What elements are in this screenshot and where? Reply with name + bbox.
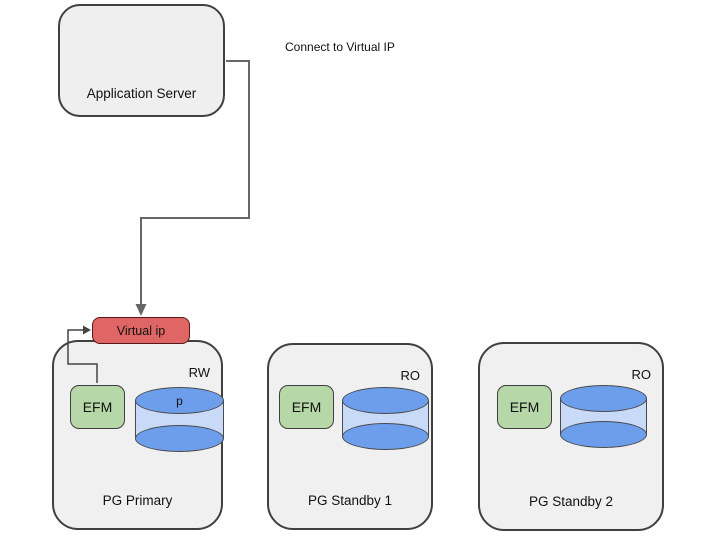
database-label — [560, 385, 647, 412]
database-cylinder-bottom — [342, 423, 429, 450]
database-cylinder-top — [342, 387, 429, 414]
node-label: PG Standby 1 — [307, 493, 393, 508]
connect-to-virtual-ip-label: Connect to Virtual IP — [285, 40, 395, 54]
pg-standby1-node: EFM RO PG Standby 1 — [267, 343, 433, 530]
database-label: p — [176, 393, 183, 408]
efm-badge: EFM — [70, 385, 125, 429]
virtual-ip-label: Virtual ip — [116, 323, 166, 338]
pg-standby2-node: EFM RO PG Standby 2 — [478, 342, 664, 531]
node-label: PG Primary — [102, 493, 173, 508]
database-cylinder-bottom — [135, 425, 224, 452]
database-cylinder-bottom — [560, 421, 647, 448]
database-cylinder-top — [135, 387, 224, 414]
app-server-label: Application Server — [86, 86, 197, 101]
pg-primary-node: EFM p RW PG Primary — [52, 340, 224, 530]
efm-label: EFM — [291, 399, 322, 415]
arrowhead-right-icon — [83, 325, 91, 335]
efm-label: EFM — [509, 399, 540, 415]
app-server-node: Application Server — [58, 4, 225, 117]
database-cylinder: p — [135, 387, 224, 452]
node-label: PG Standby 2 — [528, 494, 614, 509]
efm-label: EFM — [82, 399, 113, 415]
efm-badge: EFM — [279, 385, 334, 429]
database-cylinder — [560, 385, 647, 448]
database-label — [342, 387, 429, 414]
database-cylinder-top — [560, 385, 647, 412]
arrowhead-down-icon — [135, 304, 147, 316]
mode-label-ro: RO — [400, 368, 421, 383]
virtual-ip-badge: Virtual ip — [92, 317, 190, 344]
efm-badge: EFM — [497, 385, 552, 429]
database-cylinder — [342, 387, 429, 450]
mode-label-rw: RW — [188, 365, 210, 380]
mode-label-ro: RO — [631, 367, 652, 382]
